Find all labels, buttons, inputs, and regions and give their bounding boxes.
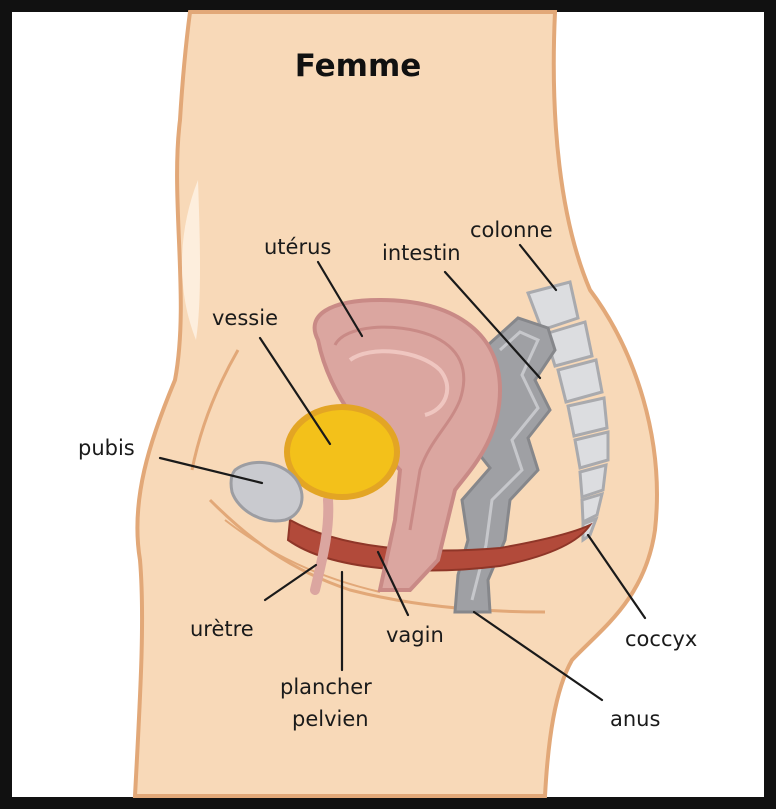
label-uterus: utérus bbox=[264, 235, 331, 259]
label-vessie: vessie bbox=[212, 306, 278, 330]
label-pubis: pubis bbox=[78, 436, 135, 460]
label-coccyx: coccyx bbox=[625, 627, 697, 651]
label-plancher: plancher bbox=[280, 675, 372, 699]
bladder bbox=[287, 407, 397, 497]
diagram-title: Femme bbox=[295, 48, 422, 84]
label-anus: anus bbox=[610, 707, 660, 731]
label-uretre: urètre bbox=[190, 617, 254, 641]
label-pelvien: pelvien bbox=[292, 707, 369, 731]
label-vagin: vagin bbox=[386, 623, 444, 647]
label-intestin: intestin bbox=[382, 241, 461, 265]
label-colonne: colonne bbox=[470, 218, 553, 242]
